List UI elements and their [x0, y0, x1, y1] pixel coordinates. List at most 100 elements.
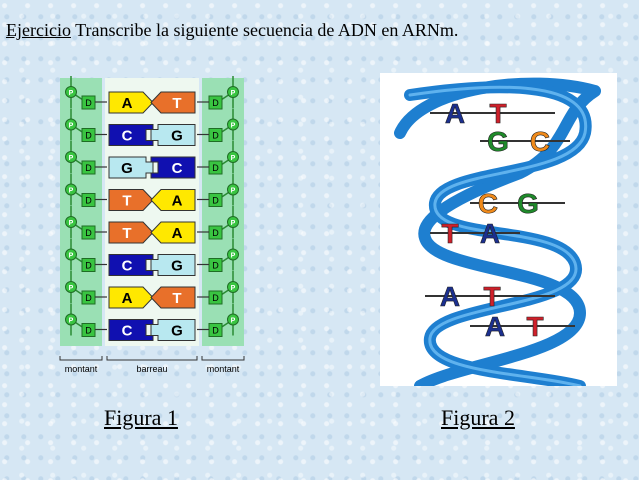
base-G-label: G: [171, 323, 183, 340]
base-T-label: T: [526, 311, 543, 342]
phosphate-node: [65, 151, 77, 163]
base-T-shape: [150, 91, 196, 114]
phosphate-label: P: [231, 155, 236, 162]
phosphate-label: P: [231, 123, 236, 130]
base-G-shape: [150, 124, 196, 146]
phosphate-node: [65, 118, 77, 131]
base-T-label: T: [122, 225, 131, 242]
base-G-label: G: [121, 160, 133, 177]
figure-2-caption: Figura 2: [441, 405, 515, 430]
phosphate-label: P: [231, 220, 236, 227]
exercise-label: Ejercicio: [6, 20, 71, 40]
phosphate-node: [65, 216, 77, 228]
sugar-label: D: [212, 261, 219, 271]
base-C-label: C: [122, 258, 133, 275]
sugar-label: D: [85, 98, 92, 108]
base-A-label: A: [485, 311, 505, 342]
base-T-label: T: [172, 95, 181, 112]
phosphate-label: P: [69, 253, 74, 260]
base-A-shape: [150, 189, 196, 211]
base-A-label: A: [172, 225, 183, 242]
base-T-label: T: [483, 281, 500, 312]
helix-strand-highlight: [408, 85, 588, 388]
sugar-label: D: [212, 98, 219, 108]
sugar-label: D: [212, 293, 219, 303]
base-A-label: A: [480, 218, 500, 249]
phosphate-node: [65, 248, 77, 261]
phosphate-node: [227, 86, 239, 98]
phosphate-node: [227, 183, 239, 196]
phosphate-node: [65, 183, 77, 196]
base-T-shape: [108, 189, 154, 211]
phosphate-label: P: [231, 188, 236, 195]
base-A-shape: [108, 91, 154, 114]
base-C-label: C: [122, 128, 133, 145]
exercise-instruction: Transcribe la siguiente secuencia de ADN…: [75, 20, 459, 40]
base-A-label: A: [122, 95, 133, 112]
phosphate-node: [65, 281, 77, 293]
base-A-label: A: [445, 98, 465, 129]
phosphate-label: P: [69, 155, 74, 162]
base-C-label: C: [122, 323, 133, 340]
base-C-shape: [108, 254, 154, 276]
base-A-shape: [108, 286, 154, 309]
left-strand-backbone: [60, 78, 102, 346]
base-T-label: T: [489, 98, 506, 129]
sugar-label: D: [212, 228, 219, 238]
base-C-shape: [108, 319, 154, 341]
phosphate-node: [65, 313, 77, 326]
base-G-shape: [150, 254, 196, 276]
bracket-line: [201, 356, 245, 361]
phosphate-label: P: [231, 285, 236, 292]
base-T-label: T: [122, 193, 131, 210]
phosphate-label: P: [231, 318, 236, 325]
sugar-label: D: [85, 326, 92, 336]
base-C-shape: [150, 156, 196, 179]
sugar-label: D: [85, 228, 92, 238]
phosphate-node: [227, 118, 239, 131]
phosphate-node: [227, 151, 239, 163]
base-A-label: A: [172, 193, 183, 210]
phosphate-label: P: [69, 220, 74, 227]
base-C-shape: [108, 124, 154, 146]
phosphate-node: [227, 216, 239, 228]
phosphate-label: P: [231, 253, 236, 260]
base-C-label: C: [172, 160, 183, 177]
base-T-shape: [108, 221, 154, 244]
base-C-label: C: [530, 126, 550, 157]
base-G-label: G: [171, 128, 183, 145]
base-A-label: A: [122, 290, 133, 307]
base-G-shape: [150, 319, 196, 341]
base-T-shape: [150, 286, 196, 309]
phosphate-label: P: [69, 188, 74, 195]
base-G-label: G: [517, 188, 539, 219]
base-T-label: T: [172, 290, 181, 307]
sugar-label: D: [85, 163, 92, 173]
sugar-label: D: [85, 131, 92, 141]
figure-1-caption: Figura 1: [104, 405, 178, 430]
bracket-line: [106, 356, 198, 361]
label-montant-left: montant: [65, 364, 98, 374]
phosphate-node: [65, 86, 77, 98]
sugar-label: D: [212, 163, 219, 173]
base-C-label: C: [478, 188, 498, 219]
sugar-label: D: [212, 131, 219, 141]
phosphate-label: P: [69, 285, 74, 292]
sugar-label: D: [212, 326, 219, 336]
phosphate-label: P: [69, 318, 74, 325]
label-barreau: barreau: [136, 364, 167, 374]
phosphate-label: P: [231, 90, 236, 97]
phosphate-node: [227, 281, 239, 293]
phosphate-label: P: [69, 90, 74, 97]
bracket-line: [59, 356, 103, 361]
base-G-label: G: [171, 258, 183, 275]
phosphate-label: P: [69, 123, 74, 130]
base-T-label: T: [441, 218, 458, 249]
sugar-label: D: [212, 196, 219, 206]
sugar-label: D: [85, 293, 92, 303]
sugar-label: D: [85, 261, 92, 271]
